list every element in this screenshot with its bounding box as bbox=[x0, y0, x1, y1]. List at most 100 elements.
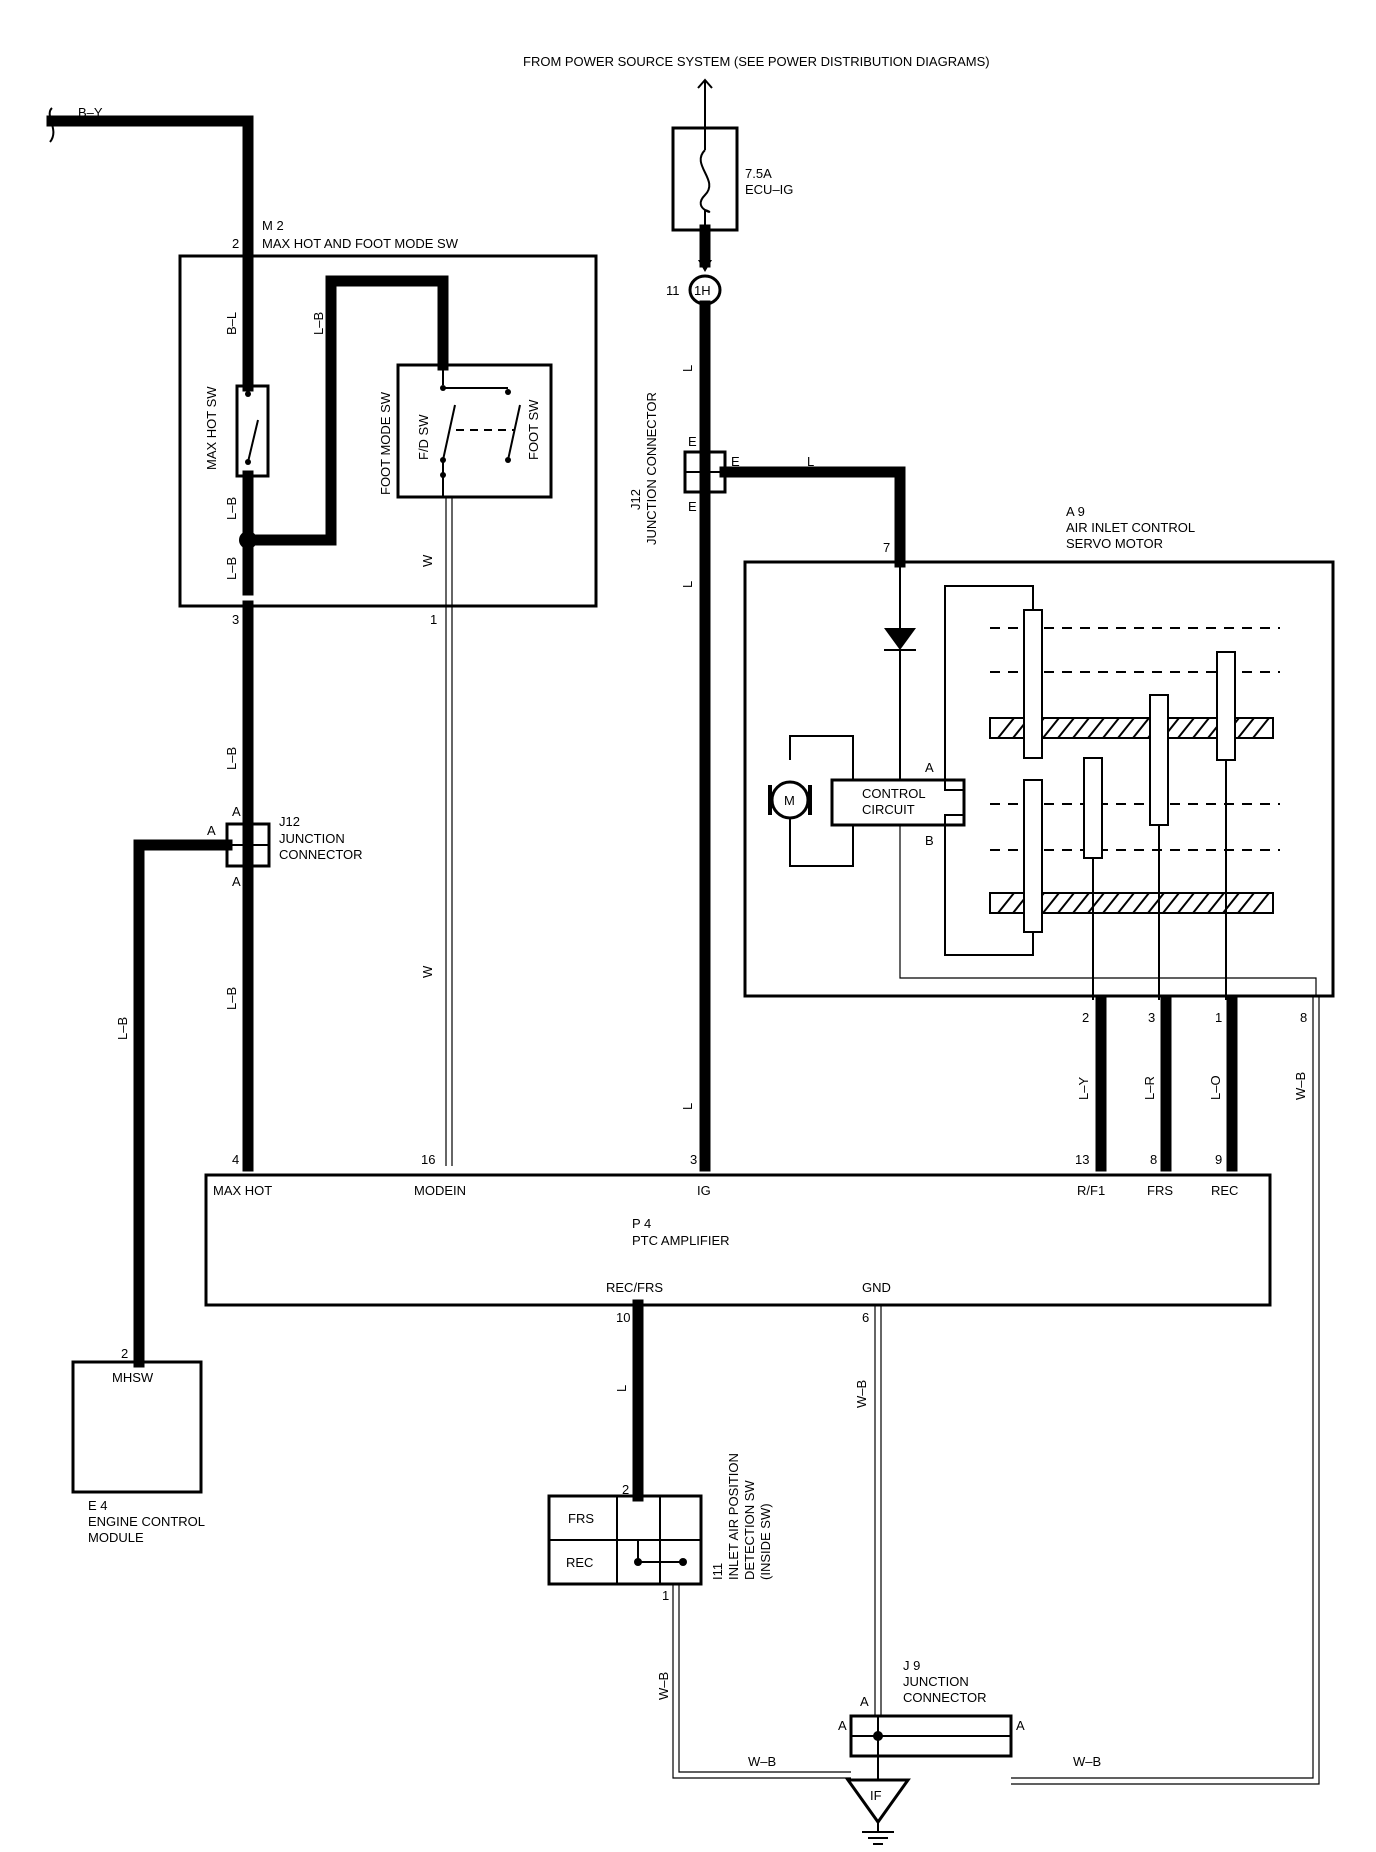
a9-name2: SERVO MOTOR bbox=[1066, 536, 1163, 551]
m2-component-box bbox=[178, 254, 598, 608]
j12-left-id: J12 bbox=[279, 814, 300, 829]
j12-top-pin-e-side: E bbox=[731, 454, 740, 469]
j12-left-name2: CONNECTOR bbox=[279, 847, 363, 862]
j12-top-pin-e-bottom: E bbox=[688, 499, 697, 514]
max-hot-sw-label: MAX HOT SW bbox=[204, 386, 219, 470]
p4-rec: REC bbox=[1211, 1183, 1238, 1198]
wire-w-b-i11-a bbox=[672, 1584, 851, 1779]
wire-label-w-b-4: W–B bbox=[748, 1754, 776, 1769]
p4-name: PTC AMPLIFIER bbox=[632, 1233, 730, 1248]
p4-pin-4: 4 bbox=[232, 1152, 239, 1167]
e4-mhsw: MHSW bbox=[112, 1370, 154, 1385]
p4-frs: FRS bbox=[1147, 1183, 1173, 1198]
max-hot-switch-contacts bbox=[245, 391, 259, 465]
j9-pin-a-left: A bbox=[838, 1718, 847, 1733]
a9-servo-motor-box bbox=[743, 560, 1335, 998]
wire-b-y bbox=[46, 115, 254, 256]
j12-left-pin-a-bottom: A bbox=[232, 874, 241, 889]
i11-name3: (INSIDE SW) bbox=[758, 1503, 773, 1580]
a9-pin-1: 1 bbox=[1215, 1010, 1222, 1025]
i11-contact-icon bbox=[634, 1540, 687, 1566]
wire-label-l-b-1: L–B bbox=[224, 497, 239, 520]
wire-label-l-b-6: L–B bbox=[115, 1017, 130, 1040]
j9-pin-a-right: A bbox=[1016, 1718, 1025, 1733]
motor-icon bbox=[768, 735, 854, 867]
control-circuit-label2: CIRCUIT bbox=[862, 802, 915, 817]
p4-pin-8: 8 bbox=[1150, 1152, 1157, 1167]
wire-label-b-y: B–Y bbox=[78, 105, 103, 120]
wire-w-b-i11-b bbox=[678, 1584, 851, 1773]
diode-icon bbox=[884, 562, 916, 780]
e4-name2: MODULE bbox=[88, 1530, 144, 1545]
control-circuit-box bbox=[830, 778, 966, 827]
fd-sw-label: F/D SW bbox=[416, 414, 431, 460]
power-source-label: FROM POWER SOURCE SYSTEM (SEE POWER DIST… bbox=[523, 54, 990, 69]
a9-pin-8: 8 bbox=[1300, 1010, 1307, 1025]
j12-top-pin-e-top: E bbox=[688, 434, 697, 449]
wire-label-w-b-5: W–B bbox=[1073, 1754, 1101, 1769]
a9-pin-7: 7 bbox=[883, 540, 890, 555]
wire-label-l-5: L bbox=[614, 1385, 629, 1392]
p4-gnd: GND bbox=[862, 1280, 891, 1295]
wire-label-l-o: L–O bbox=[1208, 1075, 1223, 1100]
j12-top-label: JUNCTION CONNECTOR bbox=[644, 392, 659, 545]
p4-pin-10: 10 bbox=[616, 1310, 630, 1325]
max-hot-switch bbox=[235, 384, 270, 478]
connector-1h-label: 1H bbox=[694, 283, 711, 298]
m2-id: M 2 bbox=[262, 218, 284, 233]
wire-l-b-foot bbox=[242, 275, 449, 546]
i11-name1: INLET AIR POSITION bbox=[726, 1453, 741, 1580]
j9-name1: JUNCTION bbox=[903, 1674, 969, 1689]
wire-label-l-b-2: L–B bbox=[224, 557, 239, 580]
e4-id: E 4 bbox=[88, 1498, 108, 1513]
connector-1h-pin: 11 bbox=[666, 283, 680, 298]
j12-top-id: J12 bbox=[628, 489, 643, 510]
e4-name1: ENGINE CONTROL bbox=[88, 1514, 205, 1529]
p4-ig: IG bbox=[697, 1183, 711, 1198]
j12-left-pin-a-side: A bbox=[207, 823, 216, 838]
i11-name2: DETECTION SW bbox=[742, 1480, 757, 1580]
a9-name1: AIR INLET CONTROL bbox=[1066, 520, 1195, 535]
wire-label-l-b-4: L–B bbox=[224, 747, 239, 770]
foot-sw-label: FOOT SW bbox=[526, 399, 541, 460]
m2-pin-2: 2 bbox=[232, 236, 239, 251]
j9-id: J 9 bbox=[903, 1658, 920, 1673]
wire-l-b-e4 bbox=[133, 839, 233, 1368]
fd-switch bbox=[440, 365, 456, 497]
wire-label-b-l: B–L bbox=[224, 312, 239, 335]
wire-label-l-2: L bbox=[680, 581, 695, 588]
foot-mode-sw-label: FOOT MODE SW bbox=[378, 391, 393, 495]
position-contacts bbox=[899, 585, 1317, 1000]
control-pin-a: A bbox=[925, 760, 934, 775]
p4-pin-3: 3 bbox=[690, 1152, 697, 1167]
fuse-rating: 7.5A bbox=[745, 166, 772, 181]
wire-label-w-1: W bbox=[420, 554, 435, 567]
a9-pin-2: 2 bbox=[1082, 1010, 1089, 1025]
wire-label-l-3: L bbox=[680, 1103, 695, 1110]
p4-pin-16: 16 bbox=[421, 1152, 435, 1167]
wire-label-l-4: L bbox=[807, 454, 814, 469]
p4-modein: MODEIN bbox=[414, 1183, 466, 1198]
p4-pin-6: 6 bbox=[862, 1310, 869, 1325]
a9-id: A 9 bbox=[1066, 504, 1085, 519]
ground-label: IF bbox=[870, 1788, 882, 1803]
p4-maxhot: MAX HOT bbox=[213, 1183, 272, 1198]
wire-label-w-b-2: W–B bbox=[854, 1380, 869, 1408]
p4-id: P 4 bbox=[632, 1216, 651, 1231]
p4-pin-9: 9 bbox=[1215, 1152, 1222, 1167]
m2-name: MAX HOT AND FOOT MODE SW bbox=[262, 236, 459, 251]
m2-pin-3: 3 bbox=[232, 612, 239, 627]
fuse-name: ECU–IG bbox=[745, 182, 793, 197]
j9-name2: CONNECTOR bbox=[903, 1690, 987, 1705]
p4-rf1: R/F1 bbox=[1077, 1183, 1105, 1198]
wire-label-l-b-3: L–B bbox=[311, 312, 326, 335]
p4-pin-13: 13 bbox=[1075, 1152, 1089, 1167]
a9-pin-3: 3 bbox=[1148, 1010, 1155, 1025]
j12-left-pin-a-top: A bbox=[232, 804, 241, 819]
wire-label-w-b-1: W–B bbox=[1293, 1072, 1308, 1100]
fuse-ecu-ig bbox=[671, 126, 739, 232]
i11-frs: FRS bbox=[568, 1511, 594, 1526]
wire-label-l-b-5: L–B bbox=[224, 987, 239, 1010]
wire-w-b-a9-b bbox=[1011, 996, 1320, 1785]
foot-mode-switch-box bbox=[396, 363, 553, 499]
